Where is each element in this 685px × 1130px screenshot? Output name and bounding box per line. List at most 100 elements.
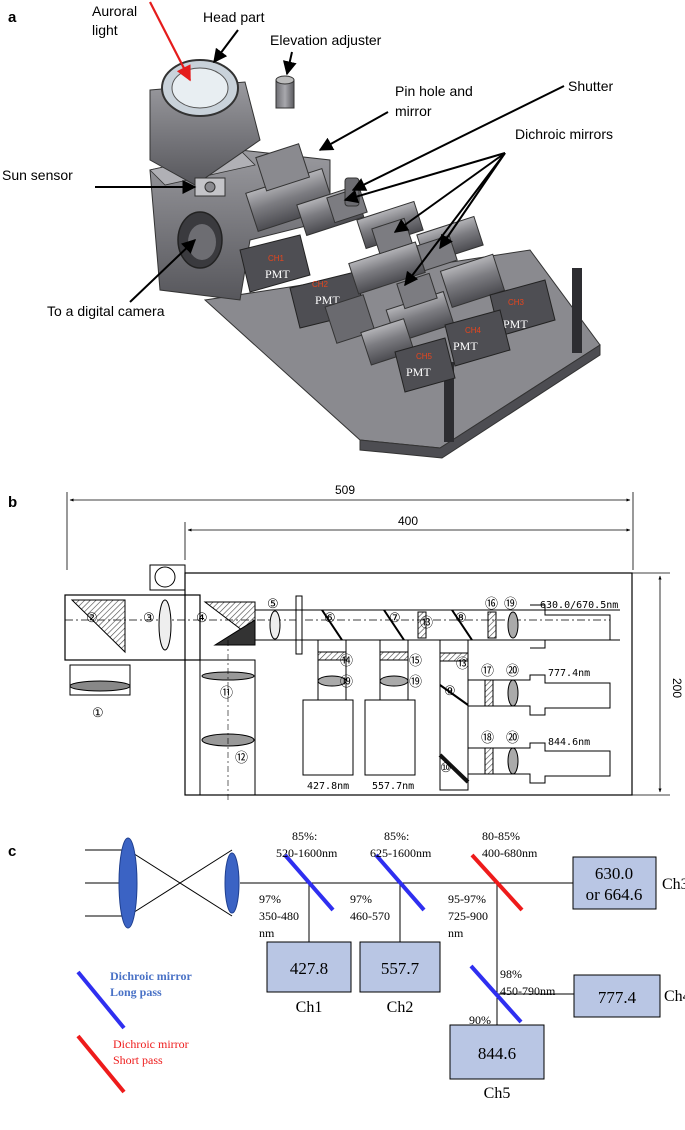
callout-18: ⑱ xyxy=(481,730,494,745)
legend-short-pass-line1: Dichroic mirror xyxy=(113,1037,189,1051)
pmt-ch1: PMT CH1 xyxy=(239,234,311,293)
label-shutter: Shutter xyxy=(568,78,613,94)
filter-14 xyxy=(317,651,347,661)
pmt-label: PMT xyxy=(503,317,528,331)
objective-lens xyxy=(118,837,138,929)
m2-reflect-1: 85%: xyxy=(384,829,409,843)
callout-5: ⑤ xyxy=(267,596,279,611)
callout-1: ① xyxy=(92,705,104,720)
channel-tag: CH3 xyxy=(508,298,525,307)
callout-20-ch5: ⑳ xyxy=(506,730,519,745)
dimension-509: 509 xyxy=(335,483,355,497)
callout-19-ch2: ⑲ xyxy=(409,674,422,689)
panel-label-a: a xyxy=(8,9,17,26)
dichroic-mirror-3 xyxy=(470,853,524,912)
detector-ch3 xyxy=(572,856,657,910)
label-head-part: Head part xyxy=(203,9,265,25)
dichroic-mirror-4 xyxy=(469,964,523,1024)
legend-short-pass-swatch xyxy=(76,1034,126,1094)
label-digital-camera: To a digital camera xyxy=(47,303,165,319)
detector-ch1 xyxy=(266,941,352,993)
arrow-auroral-light xyxy=(149,1,191,82)
m2-transmit-1: 97% xyxy=(350,892,372,906)
drawing-outer-frame xyxy=(184,572,633,796)
filter-18 xyxy=(484,747,494,775)
label-auroral-light-1: Auroral xyxy=(92,3,137,19)
label-auroral-light-2: light xyxy=(92,22,118,38)
channel-name-ch2: Ch2 xyxy=(387,999,414,1016)
filter-13b xyxy=(439,652,469,662)
m2-reflect-2: 625-1600nm xyxy=(370,846,432,860)
m4-transmit-1: 90% xyxy=(469,1013,491,1027)
m3-reflect-2: 400-680nm xyxy=(482,846,538,860)
m1-transmit-2: 350-480 xyxy=(259,909,299,923)
channel-name-ch4: Ch4 xyxy=(664,988,685,1005)
arrow-digital-camera xyxy=(129,239,197,303)
legend-long-pass-line2: Long pass xyxy=(110,985,162,999)
m1-reflect-2: 520-1600nm xyxy=(276,846,338,860)
filter-16 xyxy=(487,611,497,639)
detector-ch5 xyxy=(449,1024,545,1080)
filter-15 xyxy=(379,651,409,661)
channel-name-ch3: Ch3 xyxy=(662,876,685,893)
label-elevation-adjuster: Elevation adjuster xyxy=(270,32,382,48)
m3-transmit-3: nm xyxy=(448,926,464,940)
label-dichroic-mirrors: Dichroic mirrors xyxy=(515,126,613,142)
dimension-200: 200 xyxy=(670,678,684,698)
channel-tag: CH2 xyxy=(312,280,329,289)
m1-transmit-1: 97% xyxy=(259,892,281,906)
arrow-elevation xyxy=(282,51,297,76)
arrow-head-part xyxy=(213,29,239,64)
callout-14: ⑭ xyxy=(340,653,353,668)
lens-20-ch4 xyxy=(507,679,519,707)
filter-13a xyxy=(417,611,427,639)
detector-ch2 xyxy=(359,941,441,993)
legend-long-pass-swatch xyxy=(76,970,126,1030)
m3-transmit-2: 725-900 xyxy=(448,909,488,923)
lens-19-ch3 xyxy=(507,611,519,639)
lens-3 xyxy=(158,599,172,651)
callout-20-ch4: ⑳ xyxy=(506,663,519,678)
callout-8: ⑧ xyxy=(455,610,467,625)
callout-6: ⑥ xyxy=(324,610,336,625)
dichroic-mirror-2 xyxy=(374,853,426,912)
callout-11: ⑪ xyxy=(220,685,233,700)
callout-19-ch1: ⑲ xyxy=(340,674,353,689)
m4-reflect-1: 98% xyxy=(500,967,522,981)
callout-19-ch3: ⑲ xyxy=(504,596,517,611)
callout-16: ⑯ xyxy=(485,596,498,611)
callout-2: ② xyxy=(86,610,98,625)
detector-ch1-value: 427.8 xyxy=(290,959,328,978)
m1-reflect-1: 85%: xyxy=(292,829,317,843)
wavelength-ch4: 777.4nm xyxy=(548,668,590,679)
m2-transmit-2: 460-570 xyxy=(350,909,390,923)
channel-name-ch1: Ch1 xyxy=(296,999,323,1016)
panel-b: b 509 400 200 xyxy=(8,483,684,800)
legend-long-pass-line1: Dichroic mirror xyxy=(110,969,193,983)
pmt-label: PMT xyxy=(453,339,478,353)
detector-ch4 xyxy=(573,974,661,1018)
label-pinhole-mirror-1: Pin hole and xyxy=(395,83,473,99)
callout-13a: ⑬ xyxy=(420,615,433,630)
lens-20-ch5 xyxy=(507,747,519,775)
mirror-10 xyxy=(438,753,470,784)
channel-tag: CH1 xyxy=(268,254,285,263)
support-post xyxy=(572,268,582,353)
pmt-ch5: PMT CH5 xyxy=(324,294,456,393)
callout-7: ⑦ xyxy=(389,610,401,625)
wavelength-ch3: 630.0/670.5nm xyxy=(540,600,618,611)
filter-17 xyxy=(484,679,494,707)
shutter-disc xyxy=(344,177,360,207)
callout-10: ⑩ xyxy=(440,760,452,775)
lens-19-ch2 xyxy=(379,675,409,687)
callout-13b: ⑬ xyxy=(456,656,469,671)
arrow-shutter xyxy=(351,85,565,191)
callout-12: ⑫ xyxy=(235,750,248,765)
pmt-label: PMT xyxy=(406,365,431,379)
pmt-label: PMT xyxy=(315,293,340,307)
panel-label-c: c xyxy=(8,843,16,860)
m4-reflect-2: 450-790nm xyxy=(500,984,556,998)
lens-5 xyxy=(269,610,281,640)
callout-4: ④ xyxy=(196,610,208,625)
lens-1 xyxy=(69,680,131,692)
